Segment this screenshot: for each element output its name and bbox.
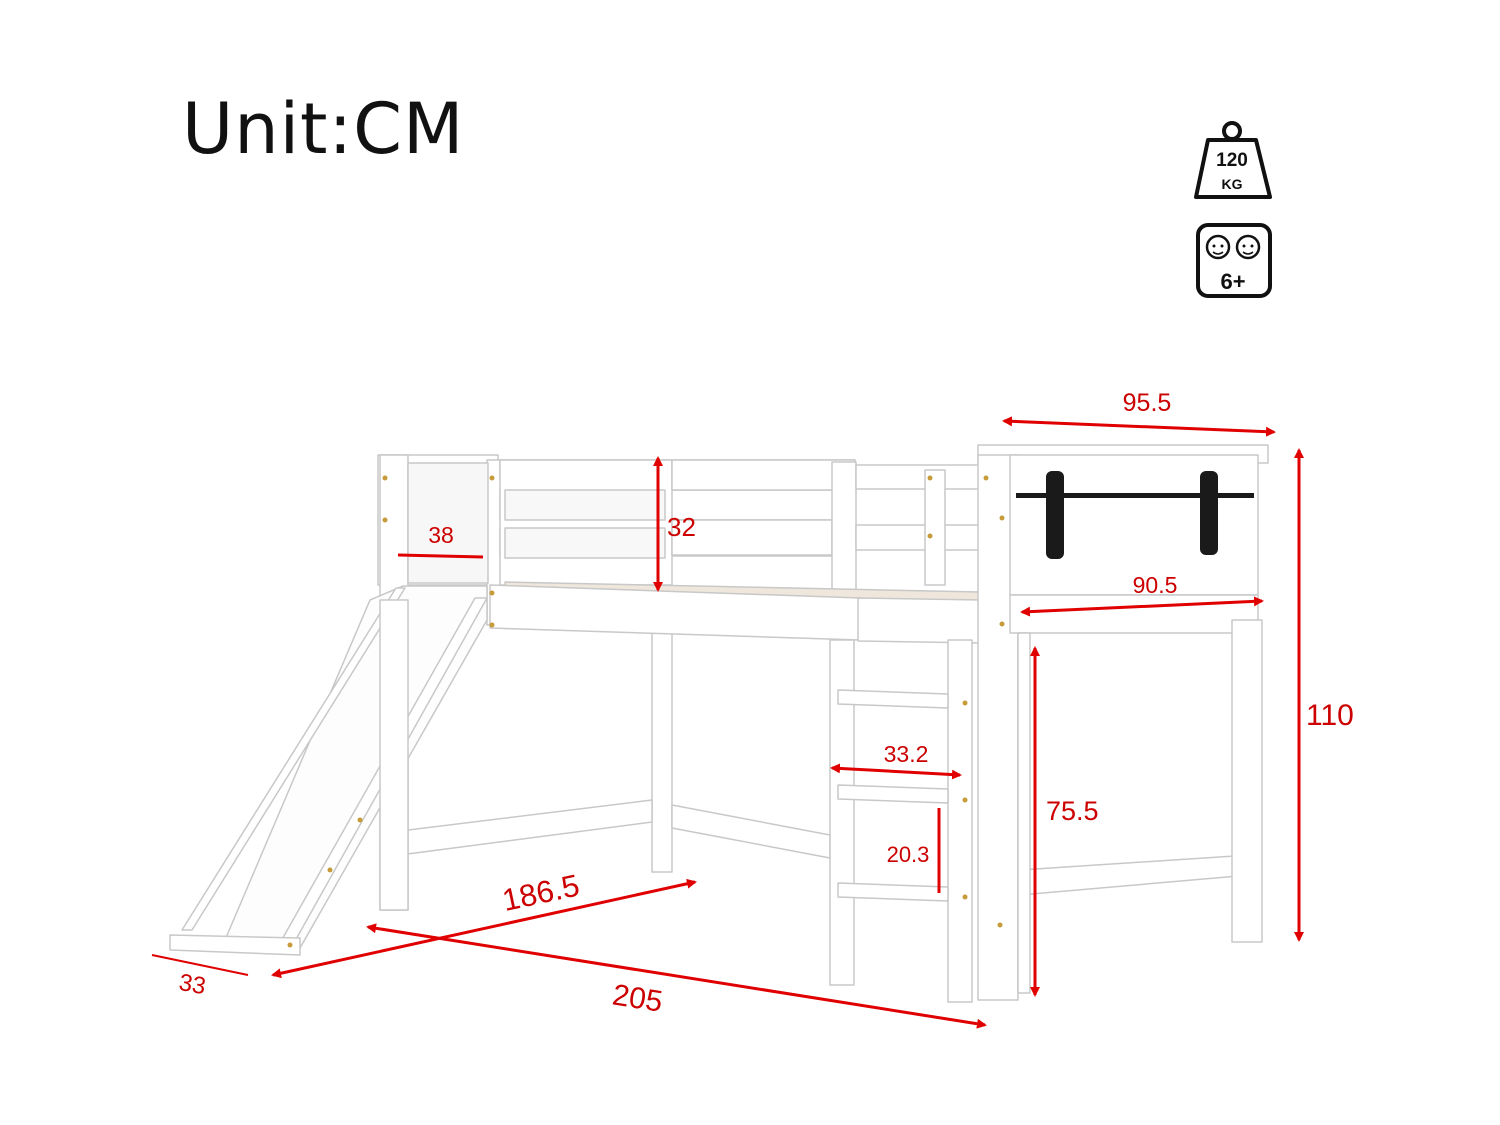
slide-width-dimension [151, 954, 249, 976]
headboard-width-dimension [1002, 416, 1276, 437]
weight-value: 120 [1216, 150, 1248, 171]
label-total-length: 205 [610, 978, 665, 1018]
total-length-dimension [366, 923, 987, 1029]
ladder-width-dimension [830, 763, 962, 780]
label-slide-width: 33 [177, 969, 208, 1000]
weight-limit-icon: 120 KG [1194, 121, 1272, 199]
weight-unit: KG [1222, 176, 1243, 192]
label-inner-width: 90.5 [1133, 572, 1178, 598]
label-ladder-width: 33.2 [884, 741, 929, 767]
label-guardrail-height: 32 [667, 512, 696, 542]
label-under-bed-height: 75.5 [1046, 796, 1099, 826]
label-total-height: 110 [1306, 699, 1354, 732]
age-label: 6+ [1220, 269, 1245, 294]
guardrail-gap-dimension [397, 553, 484, 559]
age-recommendation-icon: 6+ [1196, 223, 1272, 298]
label-headboard-width: 95.5 [1123, 389, 1172, 417]
child-face-icon [1235, 234, 1261, 260]
inner-width-dimension [1020, 596, 1264, 617]
dimension-lines [151, 416, 1304, 1029]
unit-title: Unit:CM [182, 88, 465, 170]
label-guardrail-gap: 38 [428, 522, 454, 548]
barn-door-hardware [1016, 471, 1254, 559]
bed-structure [169, 444, 1269, 1003]
child-face-icon [1205, 234, 1231, 260]
label-ladder-step: 20.3 [887, 842, 930, 867]
bed-length-dimension [271, 878, 697, 979]
